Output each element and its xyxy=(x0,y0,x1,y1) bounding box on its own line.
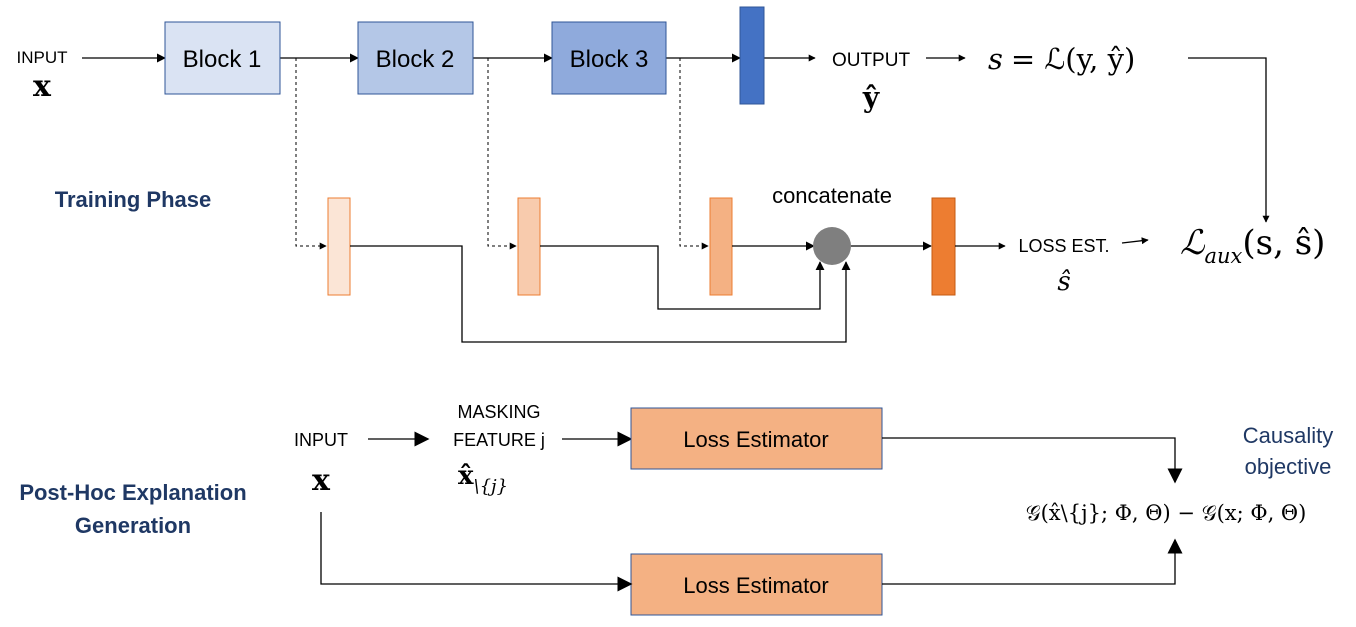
training-input-symbol: x xyxy=(33,69,52,104)
posthoc-input-label: INPUT xyxy=(294,430,348,450)
tap-block3-dotted xyxy=(679,58,709,250)
route-layer2-to-concat xyxy=(540,245,825,310)
tap-block1-dotted xyxy=(295,58,327,250)
loss-estimator-top: Loss Estimator xyxy=(630,407,883,470)
concatenate-label: concatenate xyxy=(772,183,892,208)
block-3-label: Block 3 xyxy=(570,46,649,73)
arrow-bottom-estimator-to-objective xyxy=(882,538,1183,585)
arrow-loss-est-to-aux xyxy=(1121,237,1149,245)
block-2: Block 2 xyxy=(357,21,474,95)
training-phase-heading: Training Phase xyxy=(55,187,212,212)
route-layer1-to-concat xyxy=(350,245,851,343)
estimator-layer-3 xyxy=(709,197,733,296)
loss-equation: s= ℒ(y, ŷ) xyxy=(988,42,1135,76)
estimator-layer-1 xyxy=(327,197,351,296)
block-1: Block 1 xyxy=(164,21,281,95)
causality-objective-formula: 𝒢(x̂\{j}; Φ, Θ) − 𝒢(x; Φ, Θ) xyxy=(1026,501,1307,525)
posthoc-input-symbol: x xyxy=(312,463,331,498)
output-layer xyxy=(739,6,765,105)
output-label: OUTPUT xyxy=(832,50,911,71)
loss-estimator-bottom-label: Loss Estimator xyxy=(683,573,829,598)
output-symbol: ŷ xyxy=(862,81,880,114)
estimator-layer-2 xyxy=(517,197,541,296)
concatenate-node xyxy=(813,227,851,265)
causality-objective-line2: objective xyxy=(1245,454,1332,479)
posthoc-phase-heading-line1: Post-Hoc Explanation xyxy=(19,480,246,505)
estimator-head-layer xyxy=(931,197,956,296)
loss-est-label: LOSS EST. xyxy=(1018,236,1109,256)
loss-estimator-bottom: Loss Estimator xyxy=(630,553,883,616)
masking-label-line2: FEATURE j xyxy=(453,430,545,450)
masking-label-line1: MASKING xyxy=(457,402,540,422)
tap-block2-dotted xyxy=(487,58,517,250)
block-2-label: Block 2 xyxy=(376,46,455,73)
training-input-label: INPUT xyxy=(17,48,68,67)
masked-input-symbol: x̂\{j} xyxy=(458,461,508,497)
aux-loss-formula: ℒaux(s, ŝ) xyxy=(1180,223,1325,268)
arrow-top-estimator-to-objective xyxy=(882,437,1183,484)
block-1-label: Block 1 xyxy=(183,46,262,73)
posthoc-phase-heading-line2: Generation xyxy=(75,513,191,538)
loss-est-symbol: ŝ xyxy=(1057,267,1070,297)
arrow-loss-to-aux xyxy=(1188,57,1270,223)
arrow-input-to-bottom-estimator xyxy=(320,512,633,592)
causality-objective-line1: Causality xyxy=(1243,423,1333,448)
loss-estimator-top-label: Loss Estimator xyxy=(683,427,829,452)
block-3: Block 3 xyxy=(551,21,667,95)
